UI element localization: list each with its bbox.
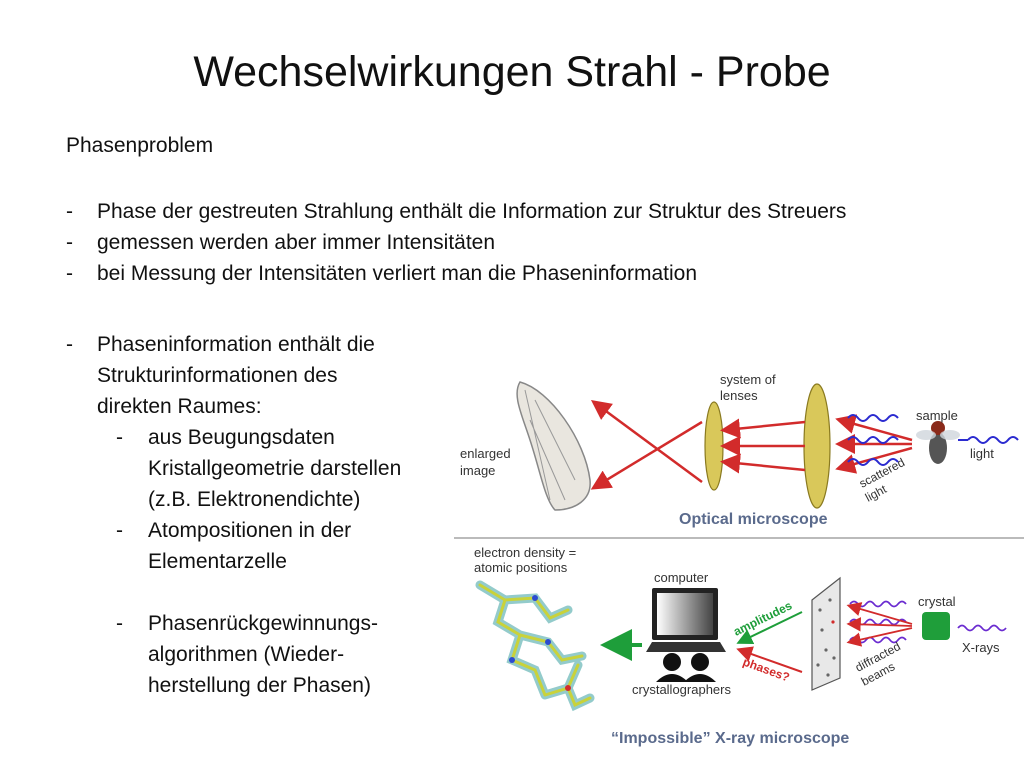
bullet-line: Atompositionen in der: [148, 519, 352, 542]
optical-microscope-caption: Optical microscope: [679, 511, 828, 528]
slide-title: Wechselwirkungen Strahl - Probe: [193, 48, 831, 96]
bullet-dash: -: [66, 262, 73, 285]
bullet-line: algorithmen (Wieder-: [148, 643, 345, 666]
red-ray: [720, 453, 806, 474]
small-lens: [704, 401, 724, 491]
xrays-label: X-rays: [962, 640, 1000, 655]
bullet-dash: -: [66, 231, 73, 254]
red-ray: [590, 400, 703, 484]
bullet-line: Phaseninformation enthält die: [97, 333, 375, 356]
microscope-diagram: enlarged image system of lenses: [454, 372, 1024, 747]
sub-bullet-2: - Atompositionen in der: [66, 515, 446, 546]
wing-vein: [524, 389, 576, 501]
bullet-dash: -: [66, 333, 73, 356]
bullet-item: - bei Messung der Intensitäten verliert m…: [66, 258, 846, 289]
section-heading: Phasenproblem: [66, 134, 214, 157]
xray-microscope-caption: “Impossible” X-ray microscope: [611, 730, 849, 747]
left-bullet-main: - Phaseninformation enthält die: [66, 329, 446, 360]
sub-bullet-3-cont: herstellung der Phasen): [66, 670, 446, 701]
bullet-line: Elementarzelle: [148, 550, 287, 573]
bullet-text: gemessen werden aber immer Intensitäten: [97, 231, 496, 254]
enlarged-image-label: image: [460, 463, 495, 478]
red-ray: [846, 627, 913, 647]
red-ray: [835, 414, 913, 442]
red-ray: [835, 446, 913, 474]
crystal-label: crystal: [918, 594, 956, 609]
enlarged-image-label: enlarged: [460, 446, 511, 461]
scattered-light-wave: [847, 458, 899, 466]
scattered-light-wave: [847, 414, 899, 422]
bullet-line: Kristallgeometrie darstellen: [148, 457, 402, 480]
optical-microscope-panel: enlarged image system of lenses: [460, 372, 1019, 528]
sub-bullet-1-cont: (z.B. Elektronendichte): [66, 484, 446, 515]
bullet-dash: -: [116, 519, 123, 542]
electron-density-label: atomic positions: [474, 560, 568, 575]
bullet-item: - gemessen werden aber immer Intensitäten: [66, 227, 846, 258]
xray-microscope-panel: electron density = atomic positions comp…: [474, 545, 1007, 747]
electron-density-label: electron density =: [474, 545, 576, 560]
left-bullet-main-cont: direkten Raumes:: [66, 391, 446, 422]
crystallographers-icon: [656, 653, 716, 682]
fly-sample-icon: [916, 421, 960, 464]
amplitudes-label: amplitudes: [731, 598, 794, 638]
bullet-item: - Phase der gestreuten Strahlung enthält …: [66, 196, 846, 227]
amplitudes-arrow: [736, 611, 803, 644]
sample-label: sample: [916, 408, 958, 423]
bullet-line: Phasenrückgewinnungs-: [148, 612, 378, 635]
computer-label: computer: [654, 570, 709, 585]
sub-bullet-3-cont: algorithmen (Wieder-: [66, 639, 446, 670]
sub-bullet-1-cont: Kristallgeometrie darstellen: [66, 453, 446, 484]
bullet-line: herstellung der Phasen): [148, 674, 371, 697]
red-ray: [846, 617, 913, 632]
electron-density-model: [475, 580, 595, 712]
diffracted-beam-wave: [849, 600, 907, 608]
large-lens: [803, 383, 831, 509]
bullet-line: (z.B. Elektronendichte): [148, 488, 361, 511]
scattered-light-wave: [847, 436, 899, 444]
bullet-line: aus Beugungsdaten: [148, 426, 335, 449]
computer-icon: [646, 588, 726, 652]
xray-wave: [957, 624, 1007, 632]
left-bullet-main-cont: Strukturinformationen des: [66, 360, 446, 391]
bullet-dash: -: [116, 426, 123, 449]
bullet-line: direkten Raumes:: [97, 395, 262, 418]
detector-plate: [811, 576, 841, 691]
light-label: light: [970, 446, 994, 461]
system-of-lenses-label: lenses: [720, 388, 758, 403]
sub-bullet-3: - Phasenrückgewinnungs-: [66, 608, 446, 639]
crystal-icon: [922, 612, 950, 640]
sub-bullet-2-cont: Elementarzelle: [66, 546, 446, 577]
bullet-dash: -: [66, 200, 73, 223]
bullet-line: Strukturinformationen des: [97, 364, 338, 387]
top-bullet-list: - Phase der gestreuten Strahlung enthält …: [66, 196, 846, 289]
red-ray: [846, 602, 913, 625]
crystallographers-label: crystallographers: [632, 682, 731, 697]
system-of-lenses-label: system of: [720, 372, 776, 387]
red-ray: [590, 420, 703, 490]
red-ray: [720, 418, 806, 439]
wing-image: [516, 381, 591, 511]
sub-bullet-1: - aus Beugungsdaten: [66, 422, 446, 453]
bullet-dash: -: [116, 612, 123, 635]
spacer: [66, 577, 446, 608]
left-bullet-column: - Phaseninformation enthält die Strukturi…: [66, 329, 446, 701]
phases-arrow: [736, 646, 803, 673]
bullet-text: bei Messung der Intensitäten verliert ma…: [97, 262, 697, 285]
bullet-text: Phase der gestreuten Strahlung enthält d…: [97, 200, 847, 223]
incident-light-wave: [967, 436, 1019, 444]
